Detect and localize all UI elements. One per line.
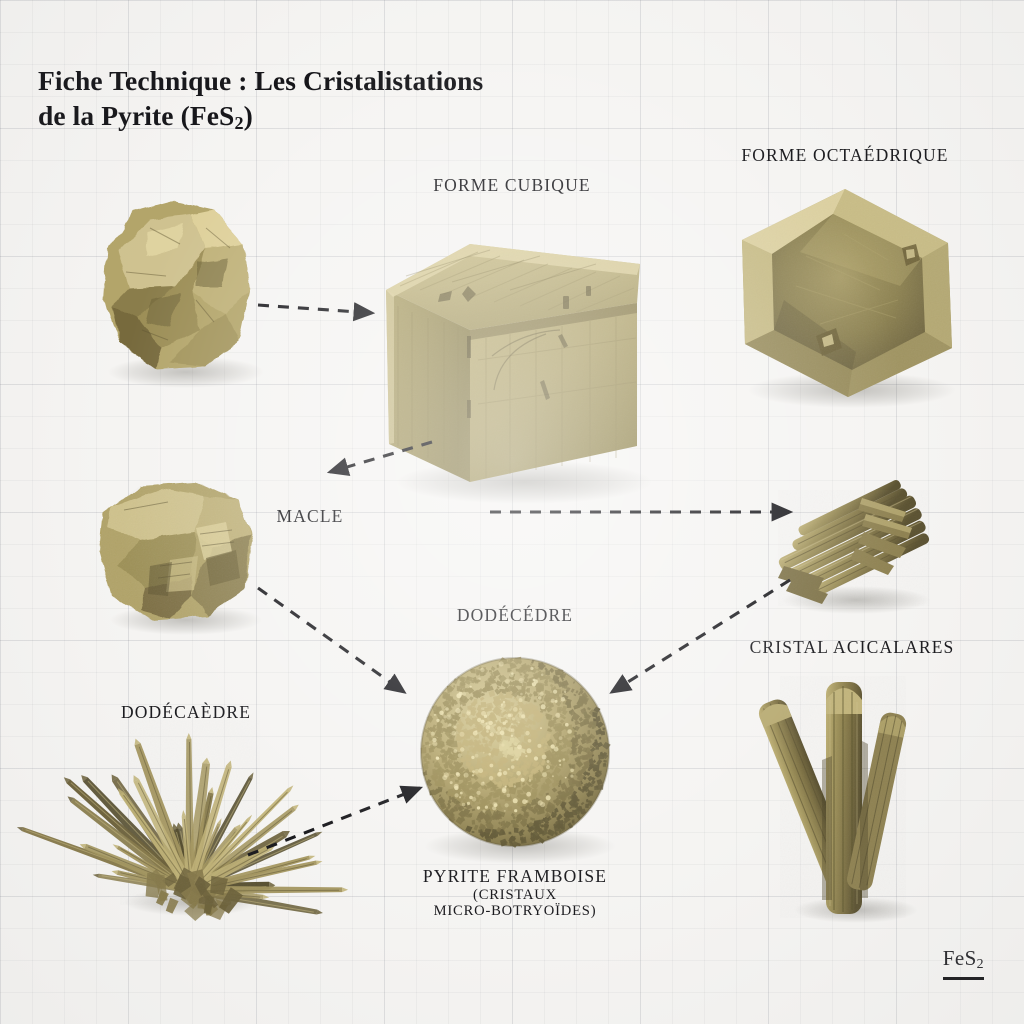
specimen-pyrite-cube: [386, 244, 640, 482]
label-pyrite-framboise: PYRITE FRAMBOISE (CRISTAUX MICRO-BOTRYOÏ…: [423, 866, 607, 920]
label-framboise-main: PYRITE FRAMBOISE: [422, 866, 608, 886]
specimen-faceted-pyrite-cluster: [104, 200, 250, 369]
specimen-framboidal-pyrite-sphere: [420, 656, 611, 848]
label-dodecedre: DODÉCÉDRE: [456, 605, 574, 625]
specimen-acicular-crystal-sheaf: [778, 479, 930, 606]
title-line-2: de la Pyrite (FeS2): [38, 100, 253, 134]
title-subscript: 2: [234, 113, 244, 134]
title-line-1: Fiche Technique : Les Cristalistations: [38, 65, 484, 97]
label-cristal-acicalares: CRISTAL ACICALARES: [749, 637, 955, 657]
label-macle: MACLE: [276, 506, 344, 526]
specimen-pyrite-octahedron: [742, 189, 952, 397]
label-forme-octaedrique: FORME OCTAÉDRIQUE: [741, 145, 949, 165]
label-framboise-sub2: MICRO-BOTRYOÏDES): [433, 903, 597, 920]
label-dodecaedre: DODÉCAÈDRE: [120, 702, 252, 722]
label-framboise-sub1: (CRISTAUX: [473, 887, 557, 903]
watermark-subscript: 2: [976, 956, 984, 971]
watermark-fes2: FeS2: [942, 946, 984, 980]
specimen-pyrite-twin-macle: [100, 482, 253, 620]
specimen-prismatic-crystal-bundle: [758, 676, 907, 918]
label-forme-cubique: FORME CUBIQUE: [433, 175, 591, 195]
specimen-radiating-crystal-fan: [16, 720, 349, 921]
